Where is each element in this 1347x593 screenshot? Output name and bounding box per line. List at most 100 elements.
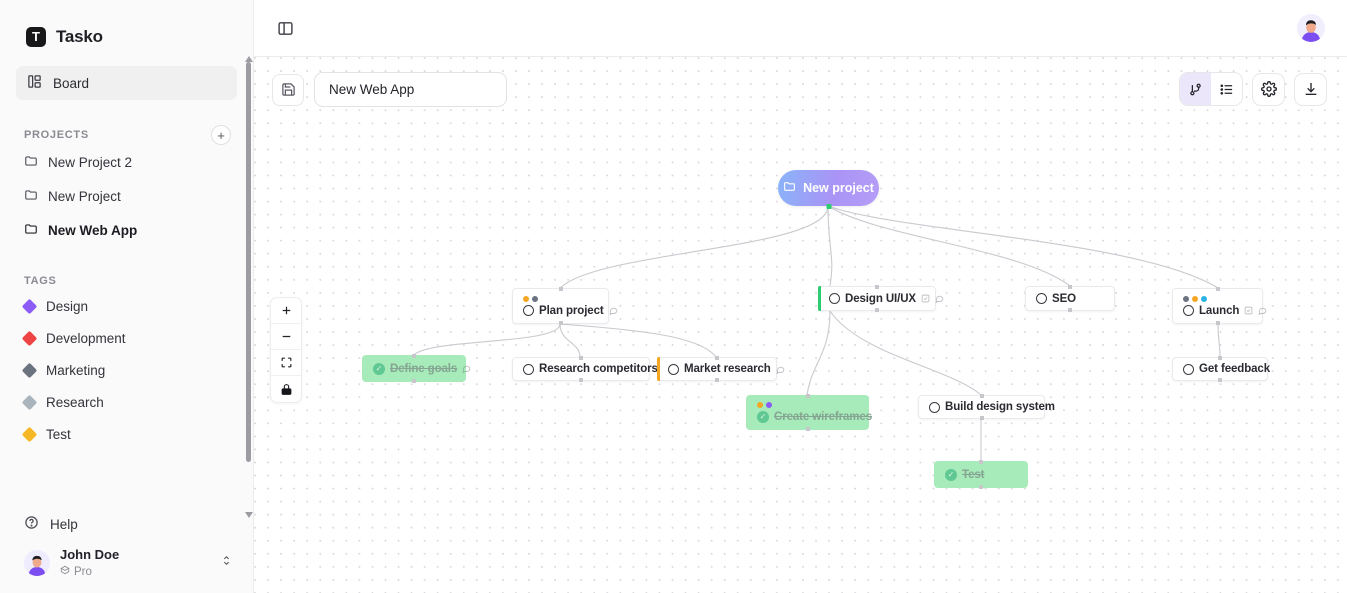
user-avatar-button[interactable] bbox=[1297, 14, 1325, 42]
node-label: Build design system bbox=[945, 401, 1055, 413]
node-label: Create wireframes bbox=[774, 411, 873, 423]
node-test[interactable]: ✓Test bbox=[934, 460, 1028, 489]
sidebar-project-new-project-2[interactable]: New Project 2 bbox=[0, 146, 253, 178]
checkbox-icon[interactable] bbox=[1036, 293, 1047, 304]
target-handle[interactable] bbox=[979, 394, 984, 398]
target-handle[interactable] bbox=[875, 285, 879, 289]
node-plan[interactable]: Plan project bbox=[512, 287, 617, 325]
sidebar-tag-research[interactable]: Research bbox=[0, 386, 253, 418]
target-handle[interactable] bbox=[805, 394, 810, 398]
save-button[interactable] bbox=[272, 73, 304, 106]
source-handle[interactable] bbox=[826, 204, 831, 209]
sidebar-tag-development[interactable]: Development bbox=[0, 322, 253, 354]
comment-icon[interactable] bbox=[935, 294, 944, 303]
sidebar-project-new-project[interactable]: New Project bbox=[0, 180, 253, 212]
comment-icon[interactable] bbox=[609, 306, 618, 315]
target-handle[interactable] bbox=[1215, 287, 1220, 291]
comment-icon[interactable] bbox=[1258, 306, 1267, 315]
checkbox-icon[interactable] bbox=[829, 293, 840, 304]
source-handle[interactable] bbox=[715, 378, 719, 382]
target-handle[interactable] bbox=[579, 356, 583, 360]
source-handle[interactable] bbox=[1215, 321, 1220, 325]
target-handle[interactable] bbox=[1218, 356, 1222, 360]
list-view-button[interactable] bbox=[1211, 73, 1242, 105]
checkbox-icon[interactable] bbox=[668, 363, 679, 375]
node-content: Build design system bbox=[929, 401, 1055, 413]
sidebar-tag-design[interactable]: Design bbox=[0, 290, 253, 322]
checkbox-icon[interactable] bbox=[523, 363, 534, 375]
folder-icon bbox=[24, 222, 38, 239]
node-goals[interactable]: ✓Define goals bbox=[362, 354, 471, 383]
node-wireframes[interactable]: ✓ Create wireframes bbox=[746, 394, 873, 431]
node-content: ✓Define goals bbox=[373, 362, 471, 375]
fit-view-button[interactable] bbox=[271, 350, 301, 376]
source-handle[interactable] bbox=[1068, 308, 1072, 312]
tag-dot bbox=[1183, 295, 1189, 302]
sidebar-item-help[interactable]: Help bbox=[0, 507, 253, 541]
checklist-icon[interactable] bbox=[921, 294, 930, 303]
node-label: Get feedback bbox=[1199, 363, 1271, 375]
scroll-down-icon[interactable] bbox=[245, 512, 253, 518]
tree-view-button[interactable] bbox=[1180, 73, 1211, 105]
node-content: Plan project bbox=[523, 305, 617, 317]
source-handle[interactable] bbox=[875, 308, 879, 312]
node-design[interactable]: Design UI/UX bbox=[818, 285, 944, 312]
checkbox-icon[interactable] bbox=[523, 305, 534, 316]
target-handle[interactable] bbox=[979, 460, 983, 464]
zoom-out-button[interactable] bbox=[271, 324, 301, 350]
help-circle-icon bbox=[24, 515, 39, 533]
node-launch[interactable]: Launch bbox=[1172, 287, 1267, 325]
scroll-up-icon[interactable] bbox=[245, 56, 253, 62]
add-project-button[interactable]: + bbox=[211, 125, 231, 145]
node-seo[interactable]: SEO bbox=[1025, 285, 1115, 312]
scrollbar-thumb[interactable] bbox=[246, 62, 251, 462]
source-handle[interactable] bbox=[1218, 378, 1222, 382]
tag-label: Research bbox=[46, 394, 104, 410]
sidebar-project-new-web-app[interactable]: New Web App bbox=[0, 214, 253, 246]
checkbox-checked-icon[interactable]: ✓ bbox=[945, 468, 957, 481]
checkbox-icon[interactable] bbox=[1183, 305, 1194, 316]
chevron-up-down-icon[interactable] bbox=[220, 554, 233, 572]
target-handle[interactable] bbox=[1068, 285, 1072, 289]
node-market[interactable]: Market research bbox=[657, 356, 785, 382]
node-buildds[interactable]: Build design system bbox=[918, 394, 1055, 420]
source-handle[interactable] bbox=[805, 427, 810, 431]
download-button[interactable] bbox=[1294, 72, 1327, 106]
checkbox-icon[interactable] bbox=[1183, 363, 1194, 375]
comment-icon[interactable] bbox=[462, 364, 471, 373]
comment-icon[interactable] bbox=[776, 365, 785, 374]
sidebar-tag-marketing[interactable]: Marketing bbox=[0, 354, 253, 386]
checklist-icon[interactable] bbox=[1244, 306, 1253, 315]
source-handle[interactable] bbox=[579, 378, 583, 382]
checkbox-icon[interactable] bbox=[929, 401, 940, 413]
board-title-input[interactable] bbox=[314, 72, 507, 107]
panel-left-icon[interactable] bbox=[272, 15, 298, 41]
checkbox-checked-icon[interactable]: ✓ bbox=[373, 362, 385, 375]
tag-label: Development bbox=[46, 330, 126, 346]
node-root-new-project[interactable]: New project bbox=[778, 170, 879, 209]
target-handle[interactable] bbox=[715, 356, 719, 360]
folder-icon bbox=[783, 180, 796, 196]
sidebar-tag-test[interactable]: Test bbox=[0, 418, 253, 450]
zoom-in-button[interactable] bbox=[271, 298, 301, 324]
settings-button[interactable] bbox=[1252, 72, 1285, 106]
target-handle[interactable] bbox=[558, 287, 563, 291]
lock-canvas-button[interactable] bbox=[271, 376, 301, 402]
checkbox-checked-icon[interactable]: ✓ bbox=[757, 411, 769, 423]
source-handle[interactable] bbox=[412, 379, 416, 383]
node-competitors[interactable]: Research competitors bbox=[512, 356, 658, 382]
sidebar-item-board[interactable]: Board bbox=[16, 66, 237, 100]
source-handle[interactable] bbox=[979, 416, 984, 420]
scrollbar-track[interactable] bbox=[246, 62, 251, 512]
target-handle[interactable] bbox=[412, 354, 416, 358]
edge-root-to-launch bbox=[827, 205, 1219, 289]
edge-plan-to-competitors bbox=[559, 323, 581, 358]
source-handle[interactable] bbox=[979, 485, 983, 489]
user-profile-row[interactable]: John Doe Pro bbox=[0, 541, 253, 579]
tag-label: Marketing bbox=[46, 362, 106, 378]
sidebar-scrollbar[interactable] bbox=[245, 56, 253, 518]
source-handle[interactable] bbox=[558, 321, 563, 325]
flow-canvas[interactable]: New project Plan project Design UI/UX SEO L… bbox=[254, 57, 1347, 593]
projects-header-label: PROJECTS bbox=[24, 129, 89, 141]
node-feedback[interactable]: Get feedback bbox=[1172, 356, 1271, 382]
